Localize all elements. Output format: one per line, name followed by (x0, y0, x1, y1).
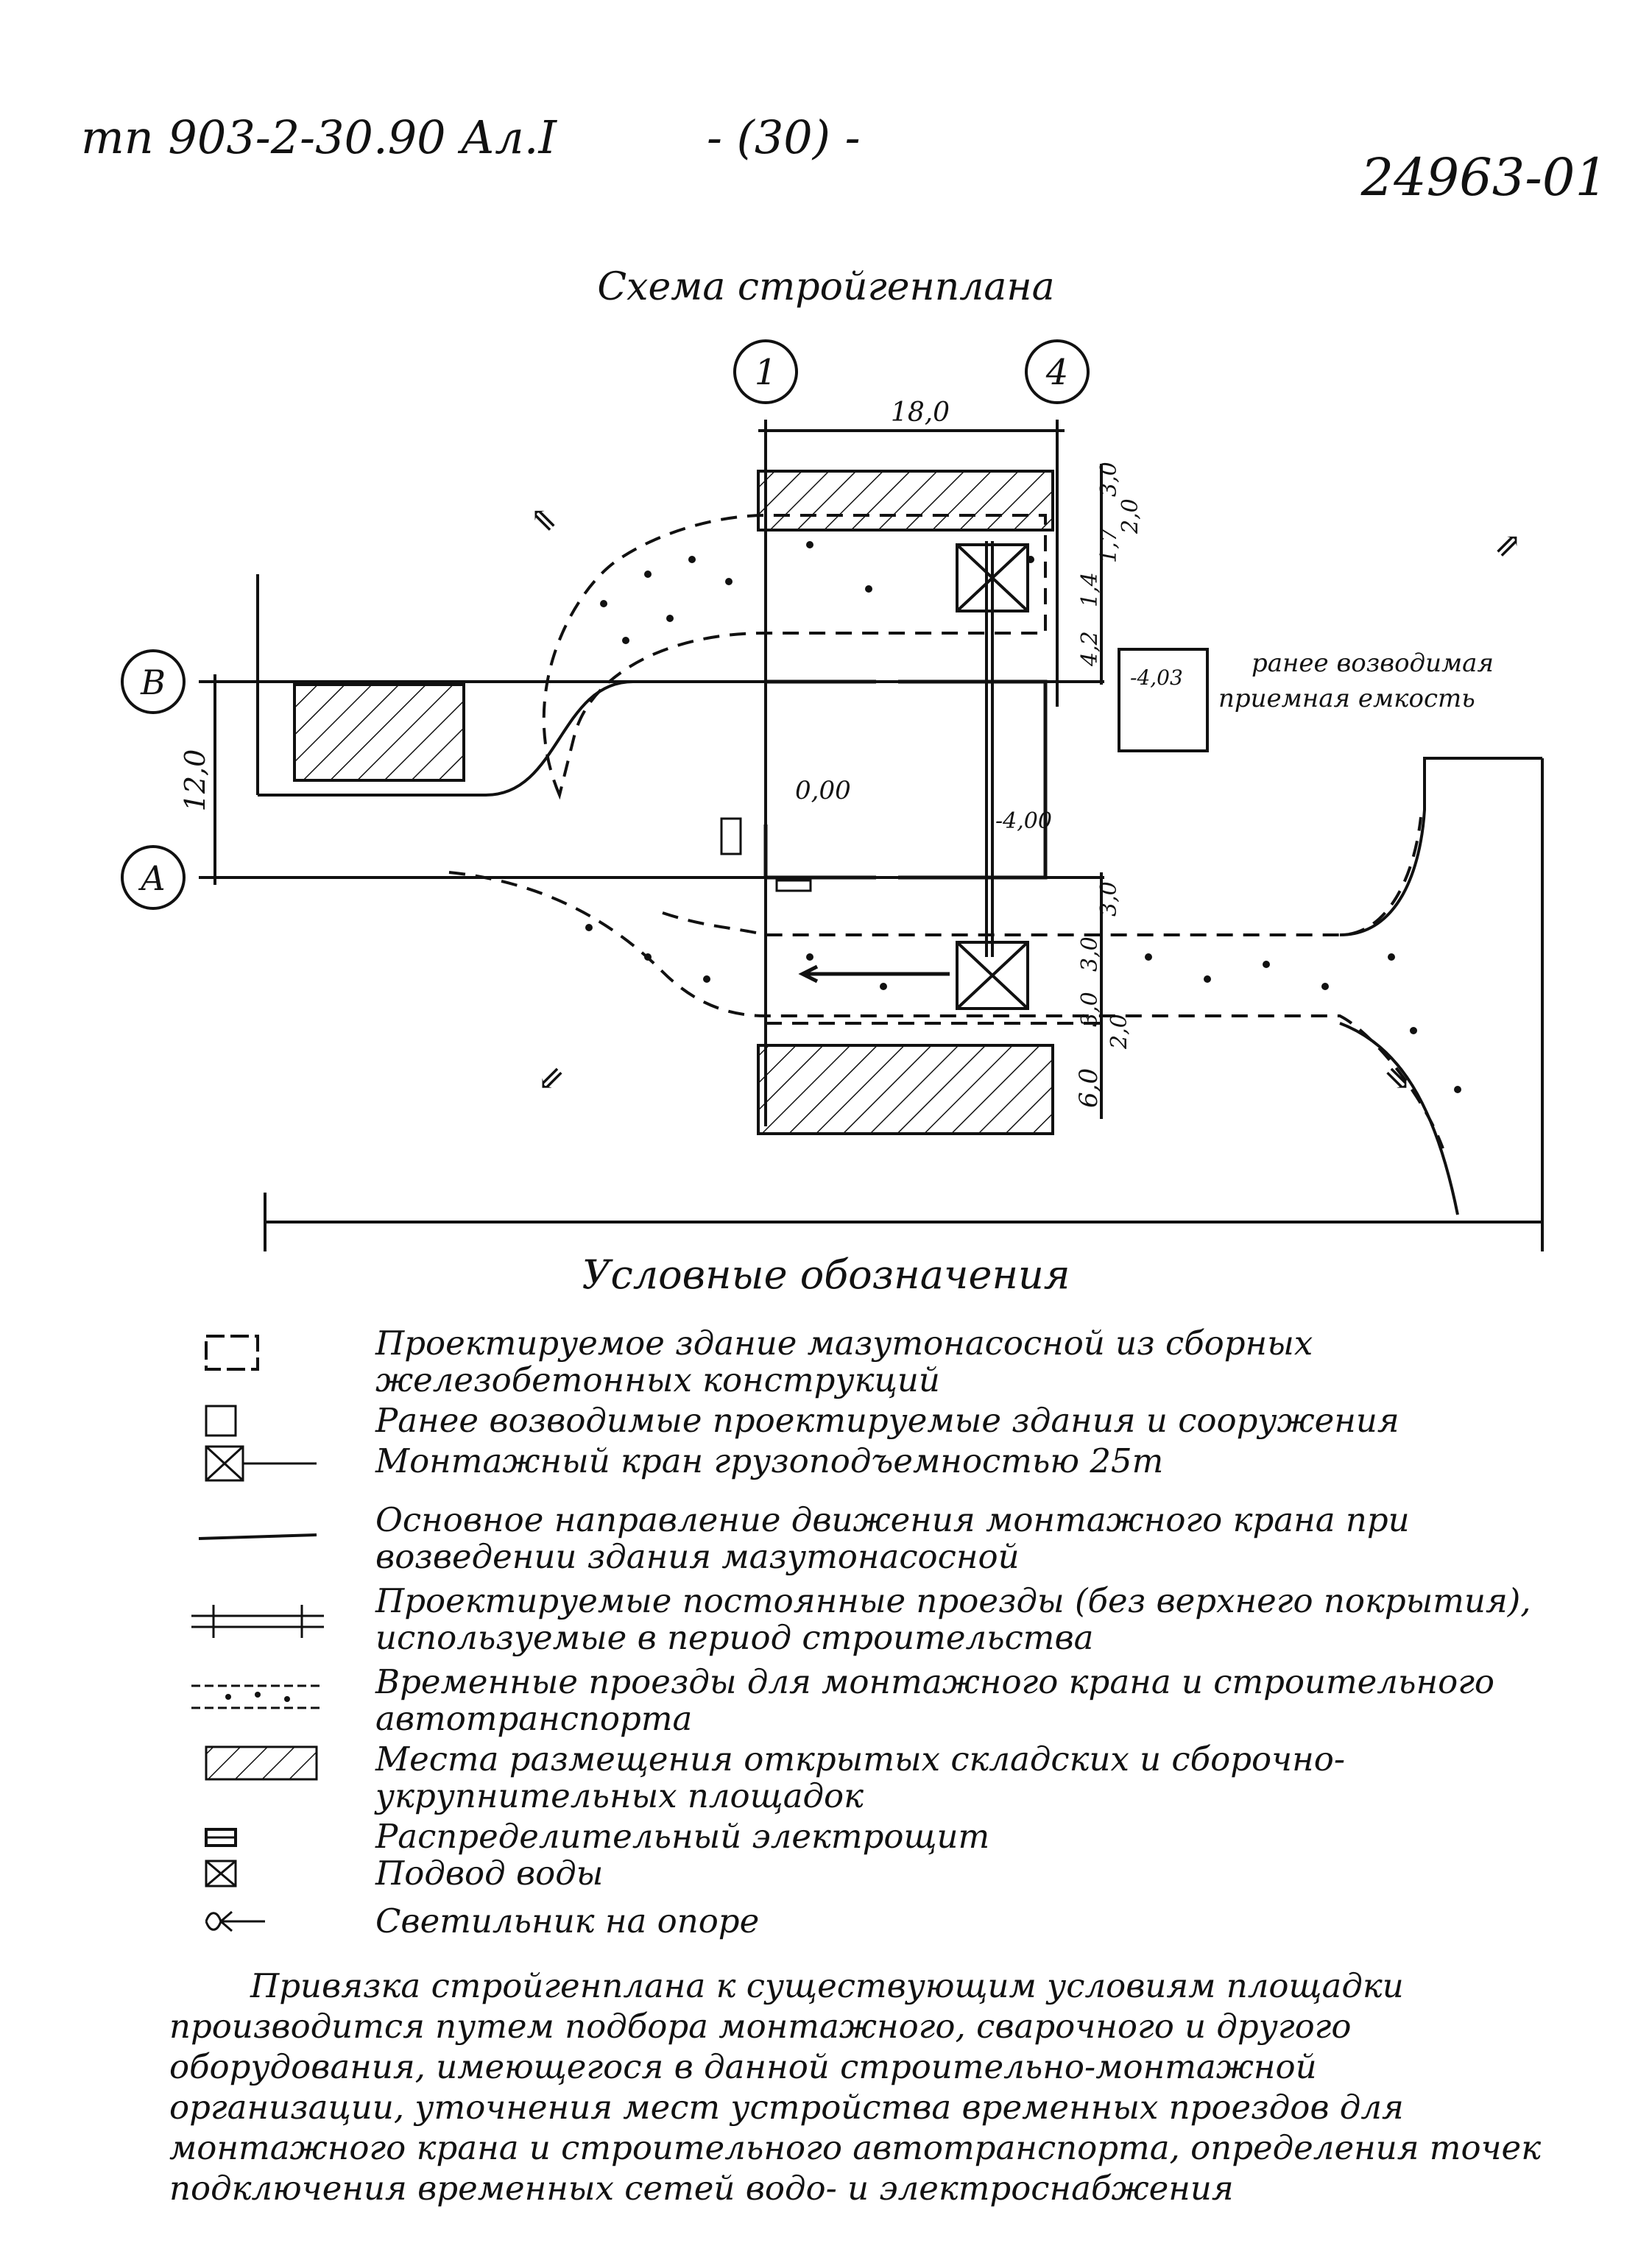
dim-bottom-4: 2,0 (1106, 1014, 1132, 1050)
crane-top-icon (956, 541, 1029, 957)
axis-4-label: 4 (1045, 352, 1069, 393)
dim-bottom-1: 3,0 (1096, 881, 1122, 917)
water-supply-legend-icon (205, 1860, 237, 1888)
storage-area-bottom (757, 1044, 1054, 1135)
pit-elevation: -4,00 (995, 808, 1052, 834)
page-number: - (30) - (707, 110, 861, 164)
tank-label-line2: приемная емкость (1218, 684, 1475, 713)
lamp-post-icon-nw: ⇖ (530, 501, 557, 538)
electrical-panel-icon (775, 879, 812, 892)
pump-house-building (763, 679, 1048, 880)
existing-building-legend-icon (205, 1405, 237, 1437)
dim-top-5: 4,2 (1077, 631, 1103, 667)
dim-bottom-3: 3,0 (1077, 992, 1103, 1027)
scheme-title: Схема стройгенплана (597, 265, 1055, 309)
temporary-road-upper (542, 514, 1047, 800)
axis-b-label: B (140, 663, 166, 702)
temporary-road-legend-icon (191, 1684, 324, 1709)
lamp-post-legend-icon (205, 1910, 265, 1932)
legend-title: Условные обозначения (582, 1251, 1070, 1298)
crane-legend-icon (205, 1445, 317, 1482)
lamp-post-icon-ne: ⇗ (1494, 526, 1522, 564)
sheet-code: 24963-01 (1360, 147, 1608, 208)
pump-house-legend-icon (205, 1335, 259, 1371)
dim-bottom-5: 6,0 (1074, 1068, 1104, 1108)
lamp-post-icon-se: ⇘ (1384, 1060, 1411, 1098)
crane-direction-arrow (798, 964, 950, 984)
water-supply-icon (720, 817, 742, 855)
receiving-tank (1118, 648, 1209, 752)
tank-elevation: -4,03 (1130, 665, 1183, 690)
dim-top-2: 1,7 (1096, 527, 1122, 563)
floor-elevation: 0,00 (795, 776, 851, 805)
document-code: тп 903-2-30.90 Ал.I (81, 110, 557, 164)
dim-bottom-2: 3,0 (1077, 936, 1103, 972)
site-plan-drawing: 1 4 B A 18,0 12,0 3,0 1,7 1,4 2,0 4,2 3,… (121, 339, 1544, 1251)
gravel-dots (585, 541, 1461, 1093)
dim-top-4: 2,0 (1118, 498, 1143, 534)
axis-a-label: A (138, 858, 165, 898)
dim-top-1: 3,0 (1096, 462, 1122, 497)
storage-area-legend-icon (205, 1745, 318, 1781)
tank-label-line1: ранее возводимая (1252, 649, 1494, 678)
permanent-road-legend-icon (191, 1605, 324, 1638)
lamp-post-icon-sw: ⇙ (537, 1060, 565, 1098)
axis-1-label: 1 (755, 352, 777, 393)
crane-bottom-icon (956, 941, 1029, 1010)
electrical-panel-legend-icon (205, 1828, 237, 1847)
dim-axes-1-4: 18,0 (891, 398, 950, 428)
site-plan-note: Привязка стройгенплана к существующим ус… (169, 1966, 1542, 2208)
dim-top-3: 1,4 (1077, 572, 1103, 607)
direction-arrow-legend-icon (198, 1533, 317, 1540)
permanent-road (258, 680, 1542, 1215)
temporary-road-lower (448, 816, 1444, 1149)
storage-area-left (293, 683, 465, 782)
storage-area-top (757, 470, 1054, 532)
dim-axes-a-b: 12,0 (179, 749, 211, 812)
